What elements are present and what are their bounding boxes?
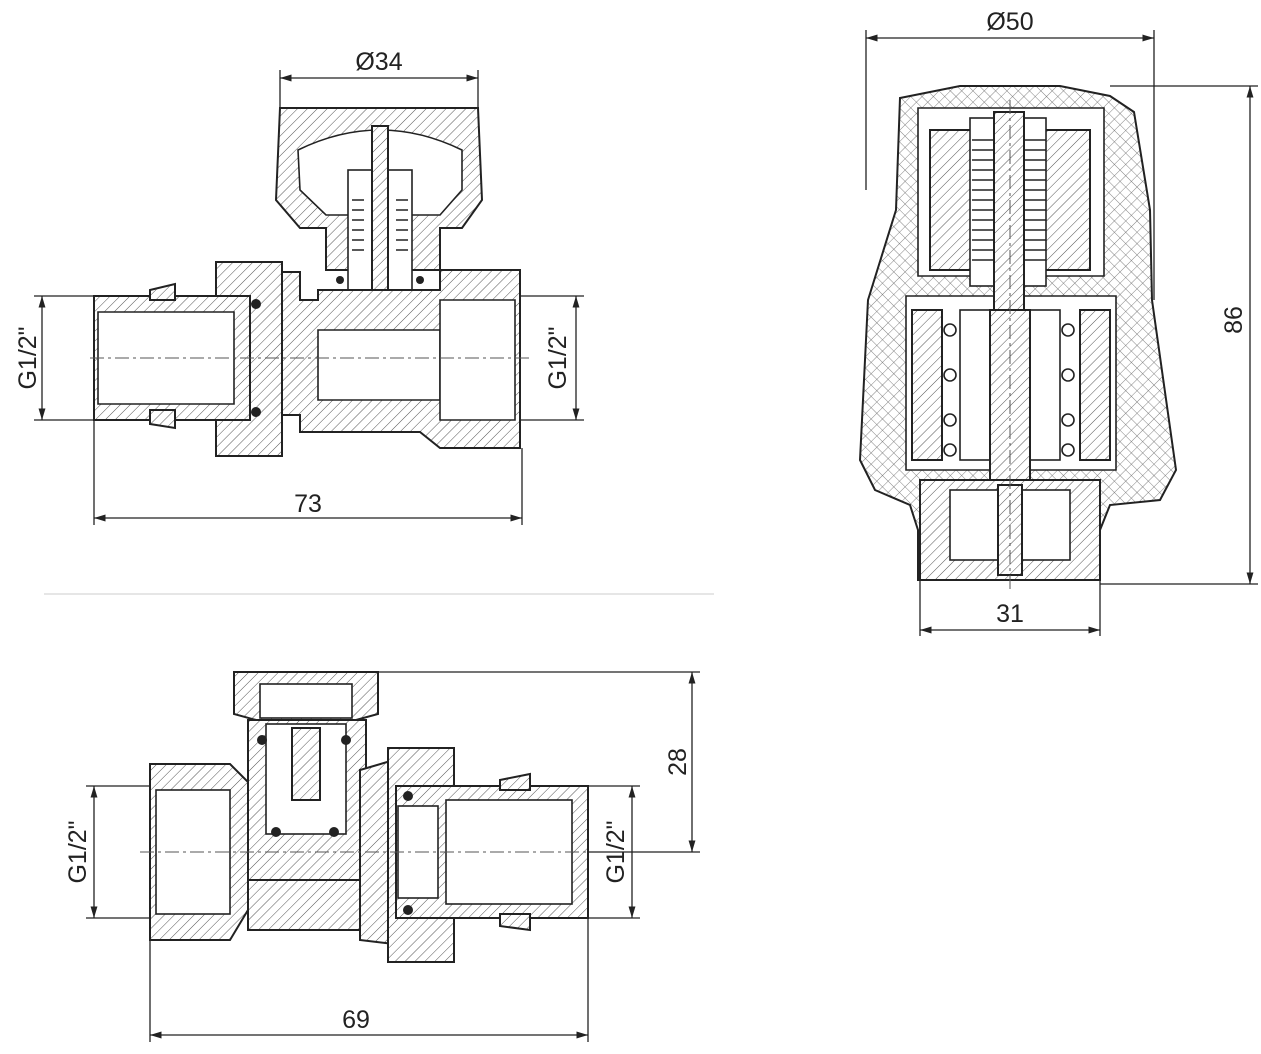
dimension-base-31: 31 <box>919 580 1101 636</box>
dim-label-73: 73 <box>294 490 322 518</box>
dim-label-thread-left: G1/2" <box>14 326 42 389</box>
dim-label-d34: Ø34 <box>355 48 402 76</box>
dimension-length-73: 73 <box>93 420 523 525</box>
dim-label-thread-right-bottom: G1/2" <box>602 820 630 883</box>
dim-label-28: 28 <box>664 748 692 776</box>
dimension-diameter-34: Ø34 <box>279 48 479 108</box>
dimension-thread-right-bottom: G1/2" <box>588 785 640 919</box>
dim-label-thread-right: G1/2" <box>544 326 572 389</box>
dim-label-31: 31 <box>996 600 1024 628</box>
valve-body-drawing <box>90 107 530 457</box>
dimension-thread-left-bottom: G1/2" <box>64 785 150 919</box>
dim-label-69: 69 <box>342 1006 370 1034</box>
lockshield-valve-drawing <box>140 671 600 963</box>
thermo-head-drawing <box>858 85 1178 590</box>
dim-label-thread-left-bottom: G1/2" <box>64 820 92 883</box>
dim-label-d50: Ø50 <box>986 8 1033 36</box>
dimension-height-86: 86 <box>1100 85 1258 585</box>
dimension-length-69: 69 <box>149 918 589 1042</box>
dimension-diameter-50: Ø50 <box>865 8 1155 300</box>
dim-label-86: 86 <box>1220 306 1248 334</box>
dimension-height-28: 28 <box>378 671 700 853</box>
dimension-thread-left-top: G1/2" <box>14 295 94 421</box>
dimension-thread-right-top: G1/2" <box>520 295 584 421</box>
